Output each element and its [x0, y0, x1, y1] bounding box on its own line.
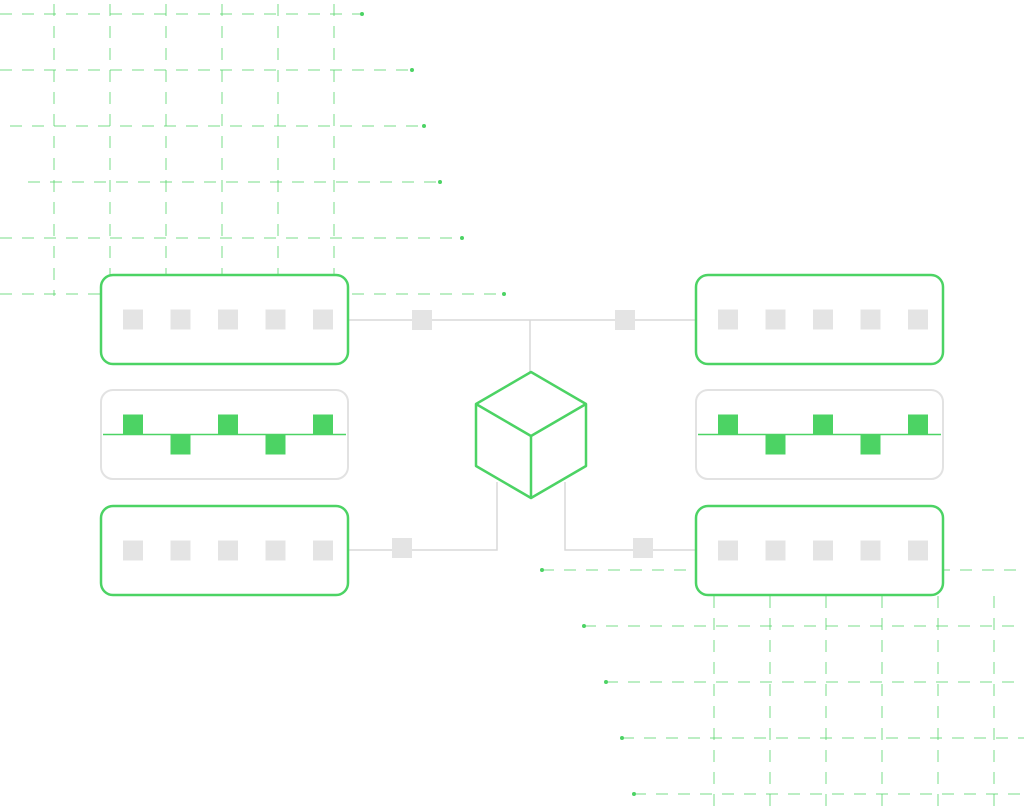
dot-icon — [438, 180, 442, 184]
slot-block — [313, 540, 333, 561]
slot-block — [813, 309, 833, 330]
slot-block — [170, 309, 191, 330]
panel-left-middle — [100, 389, 349, 480]
slot-block — [908, 309, 928, 330]
panel-right-middle — [695, 389, 944, 480]
waveform-block-down — [860, 434, 881, 455]
slot-block — [313, 309, 333, 330]
waveform-block-up — [218, 414, 238, 435]
dot-icon — [632, 792, 636, 796]
connector-node — [633, 538, 653, 558]
slot-block — [765, 540, 786, 561]
waveform-block-down — [265, 434, 286, 455]
slot-block — [170, 540, 191, 561]
panel-left-top — [99, 273, 350, 366]
slot-block — [218, 540, 238, 561]
dot-icon — [460, 236, 464, 240]
dot-icon — [410, 68, 414, 72]
waveform-block-up — [908, 414, 928, 435]
slot-block — [908, 540, 928, 561]
dot-icon — [540, 568, 544, 572]
connector-lines — [348, 310, 695, 558]
connector-node — [615, 310, 635, 330]
waveform-block-up — [718, 414, 738, 435]
dot-icon — [620, 736, 624, 740]
slot-block — [765, 309, 786, 330]
dot-icon — [360, 12, 364, 16]
dashed-grid-bottom-right — [540, 568, 1024, 806]
connector-right-bottom — [564, 482, 695, 551]
slot-block — [718, 540, 738, 561]
slot-block — [265, 309, 286, 330]
panel-right-bottom — [694, 504, 945, 597]
waveform-block-down — [170, 434, 191, 455]
slot-block — [718, 309, 738, 330]
dot-icon — [604, 680, 608, 684]
dot-icon — [502, 292, 506, 296]
dot-icon — [582, 624, 586, 628]
connector-node — [392, 538, 412, 558]
waveform-block-down — [765, 434, 786, 455]
connector-node — [412, 310, 432, 330]
slot-block — [123, 540, 143, 561]
waveform-block-up — [813, 414, 833, 435]
slot-block — [123, 309, 143, 330]
cube-icon — [474, 370, 588, 500]
dot-icon — [422, 124, 426, 128]
waveform-block-up — [123, 414, 143, 435]
panel-right-top — [694, 273, 945, 366]
dashed-grid-top-left — [0, 4, 506, 296]
waveform-block-up — [313, 414, 333, 435]
slot-block — [860, 309, 881, 330]
panel-group — [99, 273, 945, 597]
panel-left-bottom — [99, 504, 350, 597]
slot-block — [813, 540, 833, 561]
connector-left-bottom — [348, 482, 498, 551]
slot-block — [860, 540, 881, 561]
slot-block — [265, 540, 286, 561]
slot-block — [218, 309, 238, 330]
